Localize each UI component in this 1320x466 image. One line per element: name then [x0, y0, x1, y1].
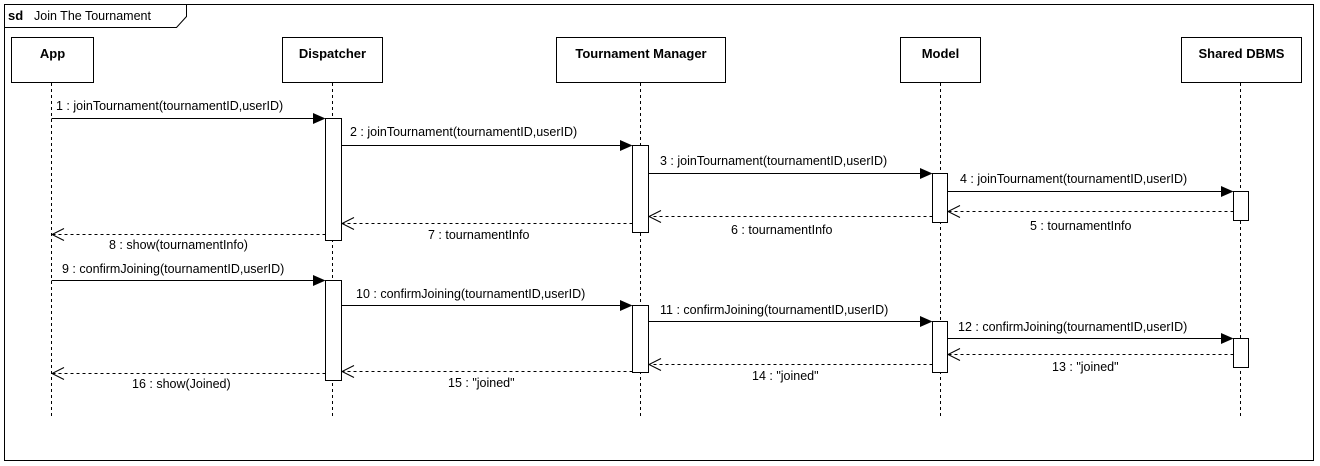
message-label: 6 : tournamentInfo [731, 223, 833, 237]
message-label: 11 : confirmJoining(tournamentID,userID) [660, 303, 888, 317]
lifeline-dispatcher[interactable]: Dispatcher [282, 37, 383, 83]
filled-arrowhead-icon [1221, 333, 1234, 344]
lifeline-label: Tournament Manager [575, 46, 706, 61]
open-arrowhead-icon [50, 228, 65, 241]
message-7[interactable]: 7 : tournamentInfo [340, 217, 633, 243]
message-11[interactable]: 11 : confirmJoining(tournamentID,userID) [648, 303, 933, 327]
model-activation-2 [932, 321, 948, 373]
lifeline-app[interactable]: App [11, 37, 94, 83]
message-3[interactable]: 3 : joinTournament(tournamentID,userID) [648, 154, 933, 179]
message-label: 7 : tournamentInfo [428, 228, 530, 242]
dispatcher-activation-1 [325, 118, 342, 241]
frame-keyword: sd [8, 8, 23, 23]
message-12[interactable]: 12 : confirmJoining(tournamentID,userID) [947, 320, 1234, 344]
lifeline-label: Shared DBMS [1199, 46, 1285, 61]
sequence-frame [4, 4, 1314, 461]
lifeline-label: App [40, 46, 65, 61]
message-label: 3 : joinTournament(tournamentID,userID) [660, 154, 887, 168]
lifeline-model[interactable]: Model [900, 37, 981, 83]
lifeline-box [11, 37, 94, 83]
open-arrowhead-icon [647, 358, 662, 371]
open-arrowhead-icon [647, 210, 662, 223]
message-13[interactable]: 13 : "joined" [946, 348, 1234, 375]
message-label: 2 : joinTournament(tournamentID,userID) [350, 125, 577, 139]
message-2[interactable]: 2 : joinTournament(tournamentID,userID) [341, 125, 633, 151]
lifeline-box [556, 37, 726, 83]
message-label: 16 : show(Joined) [132, 377, 231, 391]
lifeline-box [1181, 37, 1302, 83]
filled-arrowhead-icon [620, 300, 633, 311]
lifeline-label: Model [922, 46, 960, 61]
open-arrowhead-icon [50, 367, 65, 380]
model-activation-1 [932, 173, 948, 223]
lifeline-box [282, 37, 383, 83]
message-label: 14 : "joined" [752, 369, 819, 383]
message-6[interactable]: 6 : tournamentInfo [647, 210, 933, 238]
filled-arrowhead-icon [313, 113, 326, 124]
message-label: 9 : confirmJoining(tournamentID,userID) [62, 262, 284, 276]
message-8[interactable]: 8 : show(tournamentInfo) [50, 228, 326, 253]
message-label: 4 : joinTournament(tournamentID,userID) [960, 172, 1187, 186]
message-label: 12 : confirmJoining(tournamentID,userID) [958, 320, 1187, 334]
message-label: 5 : tournamentInfo [1030, 219, 1132, 233]
message-label: 10 : confirmJoining(tournamentID,userID) [356, 287, 585, 301]
lifeline-shared-dbms[interactable]: Shared DBMS [1181, 37, 1302, 83]
message-16[interactable]: 16 : show(Joined) [50, 367, 326, 392]
dispatcher-activation-2 [325, 280, 342, 381]
tm-activation-1 [632, 145, 649, 233]
lifeline-box [900, 37, 981, 83]
filled-arrowhead-icon [313, 275, 326, 286]
open-arrowhead-icon [946, 205, 961, 218]
message-14[interactable]: 14 : "joined" [647, 358, 933, 384]
open-arrowhead-icon [340, 365, 355, 378]
message-10[interactable]: 10 : confirmJoining(tournamentID,userID) [341, 287, 633, 311]
message-9[interactable]: 9 : confirmJoining(tournamentID,userID) [51, 262, 326, 286]
message-label: 13 : "joined" [1052, 360, 1119, 374]
dbms-activation-2 [1233, 338, 1249, 368]
message-4[interactable]: 4 : joinTournament(tournamentID,userID) [947, 172, 1234, 197]
dbms-activation-1 [1233, 191, 1249, 221]
lifeline-tournament-manager[interactable]: Tournament Manager [556, 37, 726, 83]
open-arrowhead-icon [946, 348, 961, 361]
message-label: 1 : joinTournament(tournamentID,userID) [56, 99, 283, 113]
message-label: 15 : "joined" [448, 376, 515, 390]
tm-activation-2 [632, 305, 649, 373]
frame-title: Join The Tournament [34, 9, 152, 23]
message-5[interactable]: 5 : tournamentInfo [946, 205, 1234, 234]
open-arrowhead-icon [340, 217, 355, 230]
activation-bars [325, 118, 1249, 381]
message-15[interactable]: 15 : "joined" [340, 365, 633, 391]
filled-arrowhead-icon [920, 168, 933, 179]
message-1[interactable]: 1 : joinTournament(tournamentID,userID) [51, 99, 326, 124]
message-label: 8 : show(tournamentInfo) [109, 238, 248, 252]
frame-tab [4, 4, 187, 28]
filled-arrowhead-icon [920, 316, 933, 327]
filled-arrowhead-icon [1221, 186, 1234, 197]
filled-arrowhead-icon [620, 140, 633, 151]
lifeline-label: Dispatcher [299, 46, 366, 61]
